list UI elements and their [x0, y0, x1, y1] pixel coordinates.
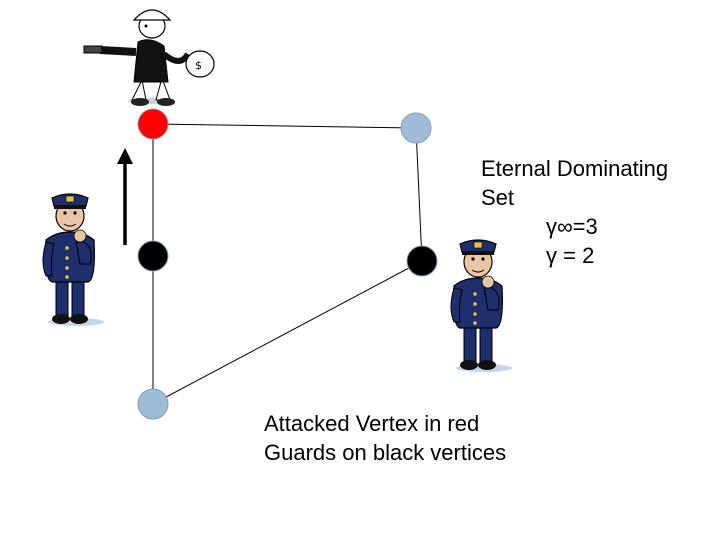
vertex-empty: [400, 112, 432, 144]
eternal-domination-number: γ∞=3: [546, 214, 598, 239]
diagram-title: Eternal Dominating Set: [481, 154, 668, 212]
graph-vertices: [137, 108, 438, 420]
graph-edge: [152, 260, 423, 405]
title-line: Set: [481, 185, 515, 210]
robber-icon: $: [83, 9, 215, 106]
vertex-empty: [137, 388, 169, 420]
caption-line: Guards on black vertices: [264, 440, 507, 465]
graph-edge: [152, 123, 417, 129]
diagram-caption: Attacked Vertex in red Guards on black v…: [264, 409, 506, 467]
graph-edge: [415, 127, 423, 262]
graph-edges: [152, 123, 423, 405]
vertex-guard: [137, 240, 169, 272]
move-arrow-icon: [117, 148, 133, 245]
title-line: Eternal Dominating: [481, 156, 669, 181]
vertex-guard: [406, 245, 438, 277]
caption-line: Attacked Vertex in red: [264, 411, 480, 436]
parameter-values: γ∞=3 γ = 2: [546, 212, 598, 270]
vertex-attacked: [137, 108, 169, 140]
police-guard-icon: [42, 193, 105, 327]
police-guard-icon: [450, 239, 513, 373]
svg-text:$: $: [195, 59, 202, 72]
domination-number: γ = 2: [546, 243, 595, 268]
